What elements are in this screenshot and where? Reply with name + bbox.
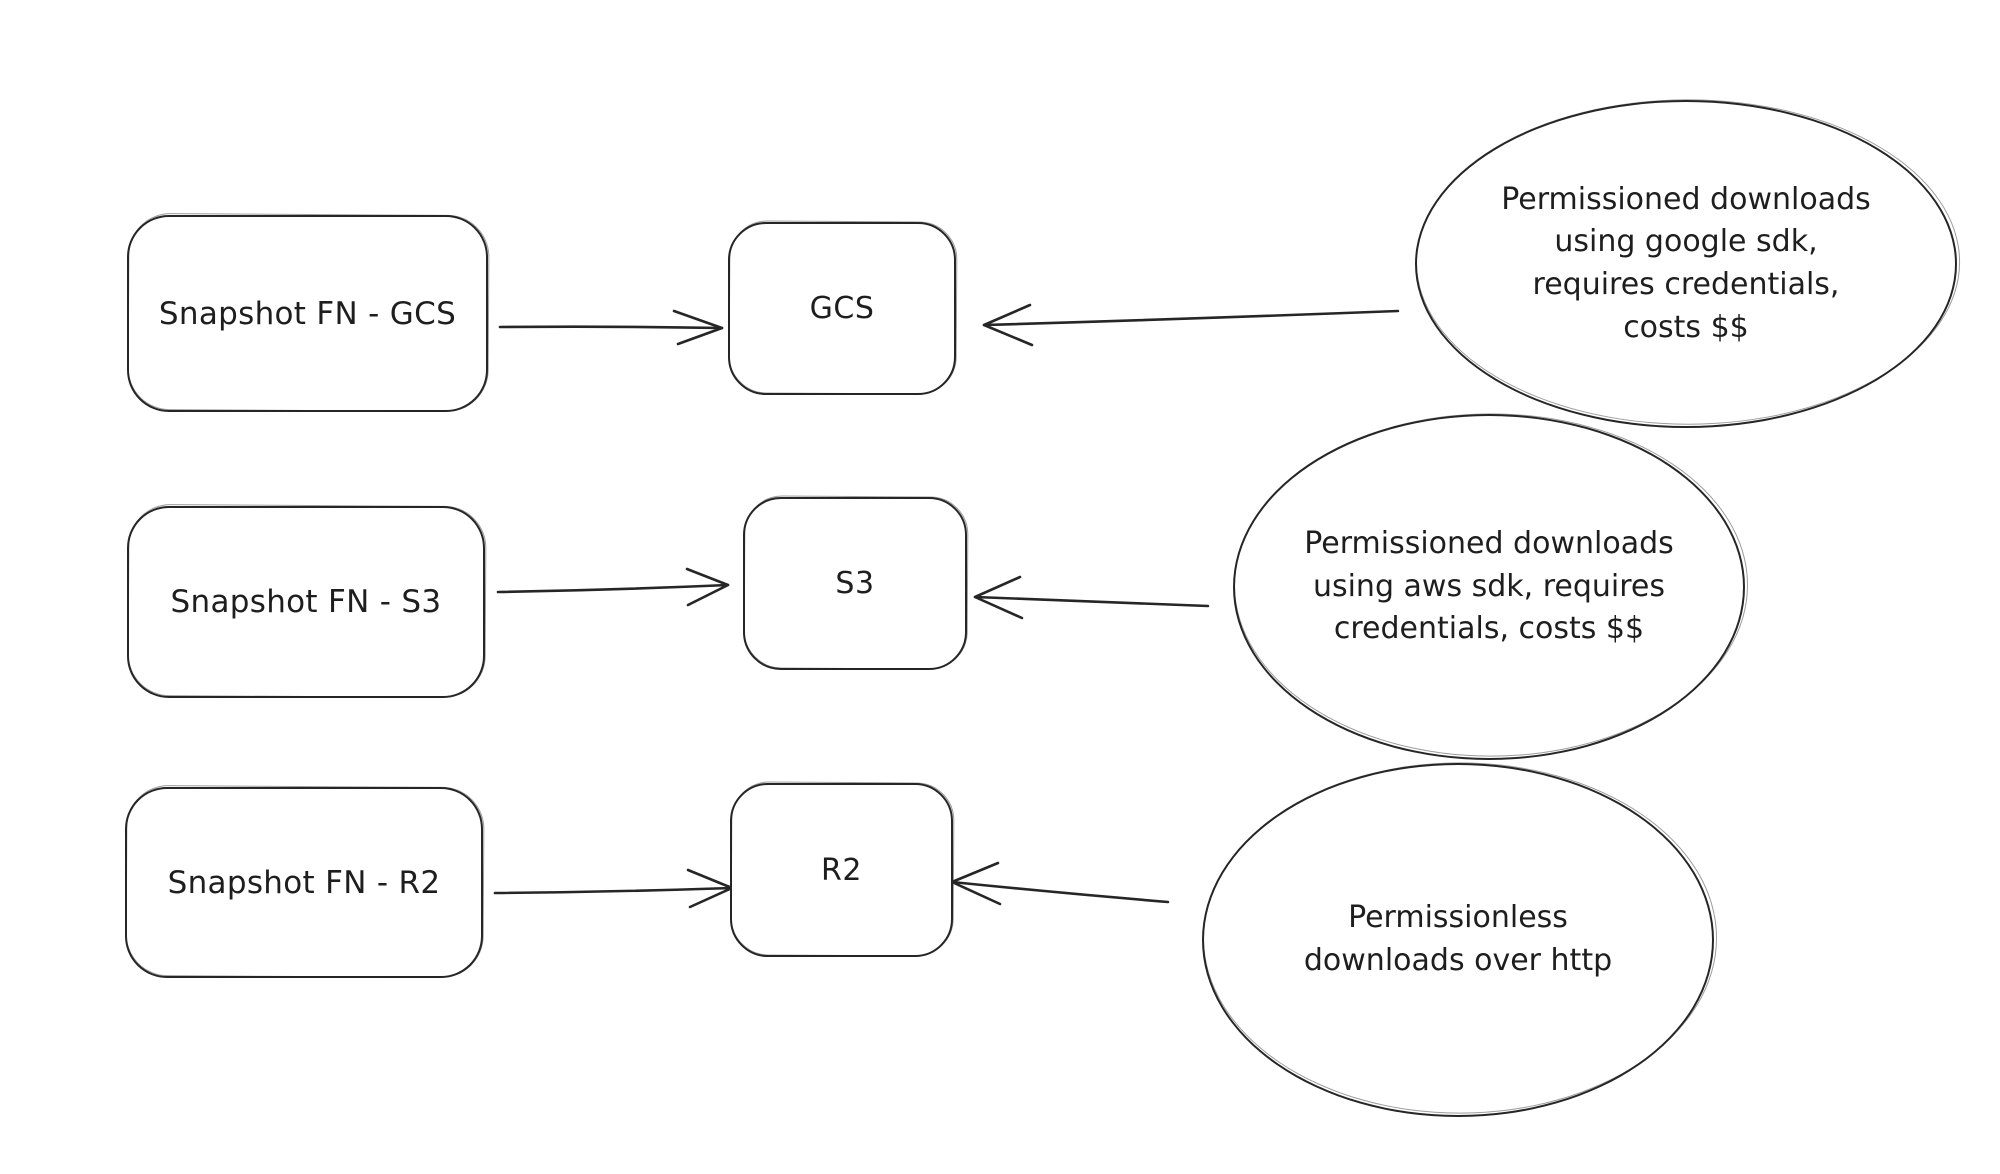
node-gcs-label: GCS [809, 291, 875, 326]
arrow-snapshot-r2-to-r2 [493, 868, 734, 909]
note-permissioned-google-text: Permissioned downloads using google sdk,… [1501, 181, 1871, 345]
node-snapshot-fn-s3-label: Snapshot FN - S3 [170, 584, 442, 620]
node-s3-label: S3 [835, 566, 875, 601]
node-s3: S3 [743, 497, 967, 670]
arrow-note-http-to-r2 [950, 861, 1170, 906]
node-snapshot-fn-s3: Snapshot FN - S3 [127, 506, 485, 698]
node-r2: R2 [730, 783, 953, 957]
arrow-snapshot-s3-to-s3 [496, 567, 730, 607]
node-snapshot-fn-gcs: Snapshot FN - GCS [127, 215, 488, 412]
node-r2-label: R2 [821, 852, 862, 888]
node-snapshot-fn-r2: Snapshot FN - R2 [125, 787, 483, 978]
arrow-note-google-to-gcs [982, 303, 1400, 347]
arrow-note-aws-to-s3 [973, 575, 1210, 620]
node-snapshot-fn-r2-label: Snapshot FN - R2 [167, 864, 441, 901]
arrow-snapshot-gcs-to-gcs [498, 309, 724, 346]
note-permissioned-aws: Permissioned downloads using aws sdk, re… [1233, 414, 1745, 760]
note-permissionless-http-text: Permissionless downloads over http [1303, 900, 1613, 978]
note-permissionless-http: Permissionless downloads over http [1202, 763, 1714, 1117]
node-snapshot-fn-gcs-label: Snapshot FN - GCS [158, 295, 457, 332]
node-gcs: GCS [728, 222, 956, 395]
note-permissioned-aws-text: Permissioned downloads using aws sdk, re… [1304, 526, 1674, 647]
note-permissioned-google: Permissioned downloads using google sdk,… [1415, 100, 1957, 428]
